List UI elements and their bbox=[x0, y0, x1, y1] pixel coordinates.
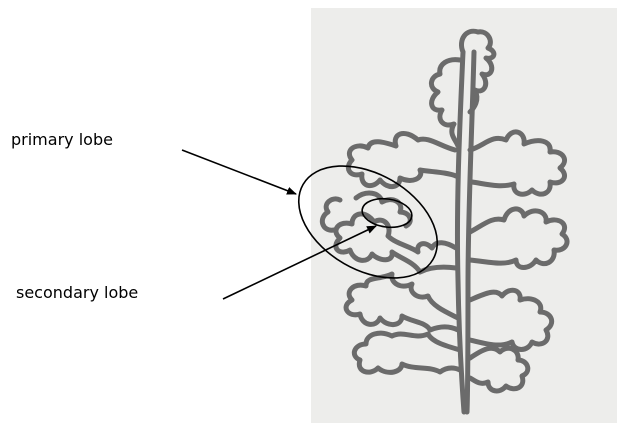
primary-lobe-label: primary lobe bbox=[11, 132, 113, 148]
primary-lobe-arrow bbox=[182, 150, 296, 194]
secondary-lobe-label: secondary lobe bbox=[16, 285, 138, 301]
